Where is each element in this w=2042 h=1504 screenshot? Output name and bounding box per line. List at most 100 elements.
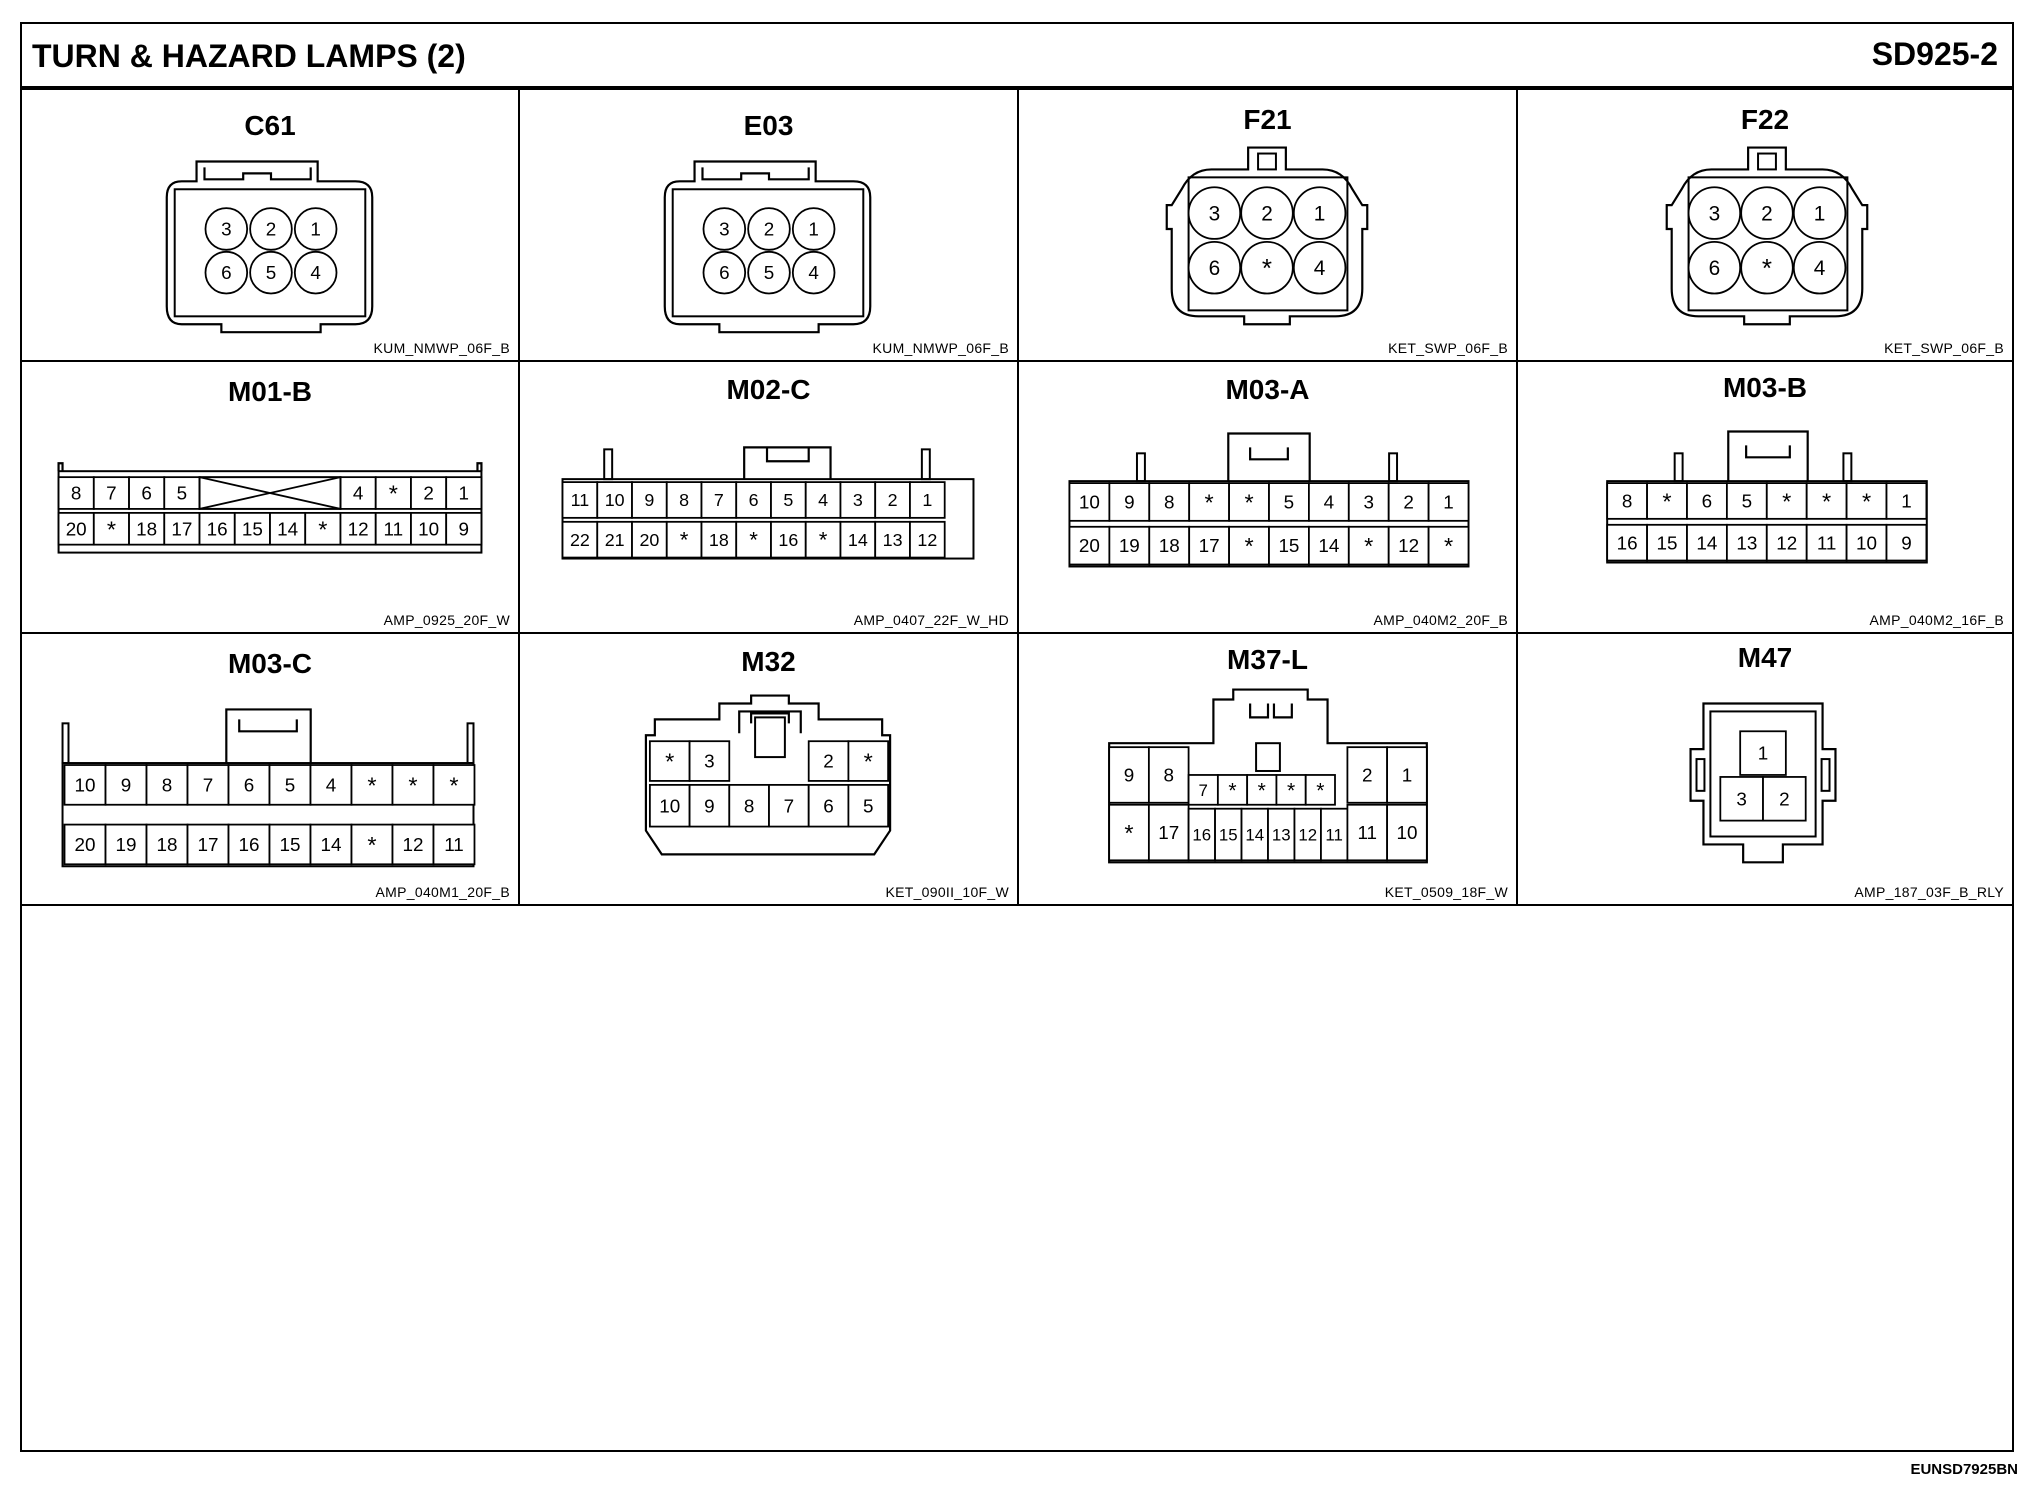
- pin-label: 20: [75, 834, 96, 855]
- pin-cell: 8: [57, 476, 95, 510]
- connector-housing: [1108, 688, 1428, 864]
- pin-box: [309, 823, 353, 866]
- pin-label: 8: [71, 483, 82, 504]
- pin-field: [1709, 710, 1817, 838]
- pin-box: [391, 764, 435, 806]
- pin-unused-label: *: [367, 832, 376, 858]
- pin-box: [1068, 525, 1111, 566]
- pin-cell: *: [1845, 482, 1888, 520]
- latch: [1727, 430, 1809, 482]
- connector-part-code: KET_SWP_06F_B: [1388, 340, 1508, 356]
- pin-cell: 12: [391, 823, 435, 866]
- pin-label: 3: [1209, 202, 1221, 225]
- pin-cell: 3: [702, 207, 747, 251]
- blocked-mark: [199, 476, 341, 510]
- pin-label: 22: [570, 530, 590, 550]
- pin-box: [350, 823, 394, 866]
- pin-label: 2: [423, 483, 434, 504]
- pin-box: [309, 764, 353, 806]
- pin-cell: 6: [204, 250, 249, 295]
- pin-box: [57, 476, 95, 510]
- pin-unused-label: *: [107, 516, 116, 542]
- pin-label: 4: [310, 262, 321, 283]
- pin-box: [410, 476, 448, 510]
- pin-cell: 5: [163, 476, 201, 510]
- pin-box: [1719, 776, 1764, 822]
- pin-socket: [249, 250, 293, 295]
- pin-box: [807, 740, 850, 782]
- pin-cell: 14: [1240, 807, 1269, 862]
- pin-box: [804, 481, 842, 519]
- pin-cell: *: [1246, 774, 1278, 806]
- connector-name: M02-C: [726, 374, 811, 405]
- pin-label: 21: [605, 530, 625, 550]
- pin-label: 16: [1192, 825, 1211, 844]
- connector-name: F22: [1740, 104, 1790, 135]
- pin-cell: 15: [1646, 523, 1688, 562]
- pin-label: 1: [310, 219, 321, 240]
- pin-cell: 8: [1147, 746, 1190, 804]
- pin-cell: 1: [1885, 482, 1928, 520]
- pin-label: 7: [203, 774, 214, 795]
- pin-unused-label: *: [389, 481, 398, 507]
- pin-cell: 7: [92, 476, 130, 510]
- pin-label: 17: [1158, 822, 1179, 843]
- pin-box: [92, 511, 130, 546]
- pin-cell: 4: [293, 250, 338, 295]
- page-title: TURN & HAZARD LAMPS (2): [32, 38, 466, 74]
- pin-label: 9: [121, 774, 132, 795]
- pin-cell: *: [1347, 525, 1390, 566]
- post: [1842, 452, 1853, 483]
- latch: [238, 719, 298, 733]
- connector-housing: [1689, 702, 1837, 864]
- pin-label: 2: [1779, 788, 1790, 809]
- pin-unused-label: *: [1262, 253, 1272, 283]
- connector-part-code: AMP_040M2_20F_B: [1373, 612, 1508, 628]
- pin-label: 16: [239, 834, 260, 855]
- pin-unused-label: *: [1862, 488, 1871, 514]
- pin-box: [445, 511, 483, 546]
- pin-cell: 7: [1187, 774, 1219, 806]
- pin-label: 4: [818, 490, 828, 510]
- pin-box: [1268, 482, 1310, 522]
- pin-label: 1: [1402, 765, 1413, 786]
- pin-box: [1739, 730, 1787, 776]
- pin-cell: 3: [1687, 186, 1742, 240]
- pin-label: 4: [808, 262, 819, 283]
- connector-part-code: KUM_NMWP_06F_B: [872, 340, 1009, 356]
- pin-label: 8: [162, 774, 173, 795]
- pin-label: 2: [1761, 202, 1773, 225]
- connector-name: M03-B: [1722, 372, 1807, 403]
- pin-label: 18: [157, 834, 178, 855]
- pin-box: [63, 764, 107, 806]
- post: [603, 448, 614, 481]
- pin-box: [1148, 525, 1191, 566]
- pin-cell: 12: [1293, 807, 1322, 862]
- pin-cell: *: [847, 740, 890, 782]
- pin-cell: 7: [186, 764, 230, 806]
- pin-cell: 10: [596, 481, 633, 519]
- blocked-cavity: [198, 476, 342, 510]
- pin-cell: 12: [1387, 525, 1430, 566]
- latch: [1745, 445, 1791, 459]
- pin-box: [1805, 482, 1848, 520]
- pin-label: 6: [244, 774, 255, 795]
- pin-cell: 9: [104, 764, 148, 806]
- pin-box: [1686, 523, 1728, 562]
- pin-label: 4: [326, 774, 337, 795]
- pin-label: 12: [1298, 825, 1317, 844]
- latch: [765, 447, 810, 463]
- pin-box: [735, 520, 772, 559]
- pin-box: [1304, 774, 1336, 806]
